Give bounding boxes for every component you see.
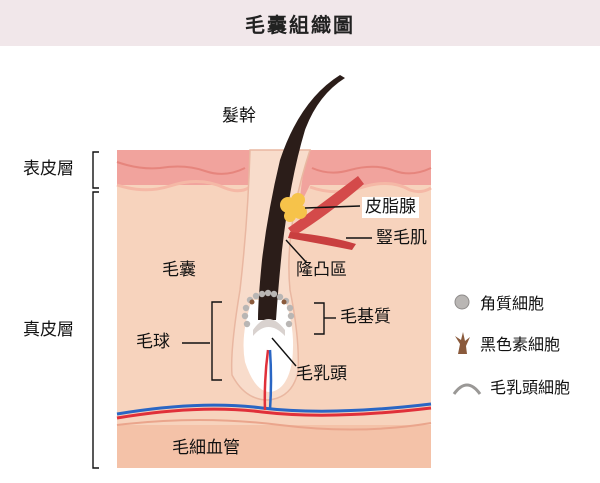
label-follicle: 毛囊	[162, 260, 196, 280]
legend-keratinocyte: 角質細胞	[452, 290, 544, 314]
legend-label-melanocyte: 黑色素細胞	[480, 335, 561, 354]
sebaceous-gland	[280, 193, 307, 222]
bracket-bulb	[211, 301, 222, 381]
leader-sebaceous	[304, 205, 361, 209]
epidermis-top-line	[116, 161, 246, 175]
label-dermal-papilla: 毛乳頭	[296, 364, 347, 384]
label-hair-bulb: 毛球	[136, 332, 170, 352]
leader-papilla	[271, 337, 297, 367]
papilla-vessel-red	[263, 349, 270, 411]
dermal-papilla	[253, 319, 285, 336]
arrector-pili-muscle-2	[288, 232, 356, 250]
diagram-title: 毛囊組織圖	[245, 12, 355, 37]
leader-bulge	[285, 239, 307, 263]
vein	[116, 402, 432, 416]
label-capillary: 毛細血管	[172, 438, 240, 458]
artery	[116, 406, 432, 420]
legend-melanocyte: 黑色素細胞	[452, 330, 560, 356]
label-dermis: 真皮層	[20, 320, 77, 341]
label-sebaceous-gland: 皮脂腺	[362, 197, 419, 218]
keratinocyte-icon	[454, 294, 470, 310]
bulb-inner	[243, 300, 294, 392]
bracket-dermis	[92, 191, 99, 469]
epidermis-layer	[117, 150, 431, 205]
epidermis-bottom-wave-right	[309, 182, 432, 194]
papilla-cell-icon	[452, 383, 482, 395]
hair-shaft	[258, 75, 345, 320]
matrix-cells	[241, 289, 295, 328]
label-hair-shaft: 髮幹	[222, 106, 256, 126]
papilla-vessel-blue	[268, 349, 273, 411]
fat-layer	[117, 425, 431, 468]
title-bar: 毛囊組織圖	[0, 0, 600, 46]
legend-papilla-cell: 毛乳頭細胞	[452, 374, 570, 398]
label-matrix: 毛基質	[340, 307, 391, 327]
label-arrector-pili: 豎毛肌	[376, 228, 427, 248]
legend-label-keratinocyte: 角質細胞	[480, 294, 545, 313]
label-bulge: 隆凸區	[296, 260, 347, 280]
label-epidermis: 表皮層	[20, 159, 77, 180]
legend-label-papilla-cell: 毛乳頭細胞	[490, 378, 571, 397]
epidermis-top-line-right	[311, 165, 432, 175]
epidermis-bottom-wave-left	[116, 180, 251, 193]
melanocyte-icon	[455, 332, 470, 354]
fat-layer-line	[116, 419, 432, 431]
arrector-pili-muscle	[288, 176, 364, 236]
bracket-epidermis	[92, 151, 99, 189]
